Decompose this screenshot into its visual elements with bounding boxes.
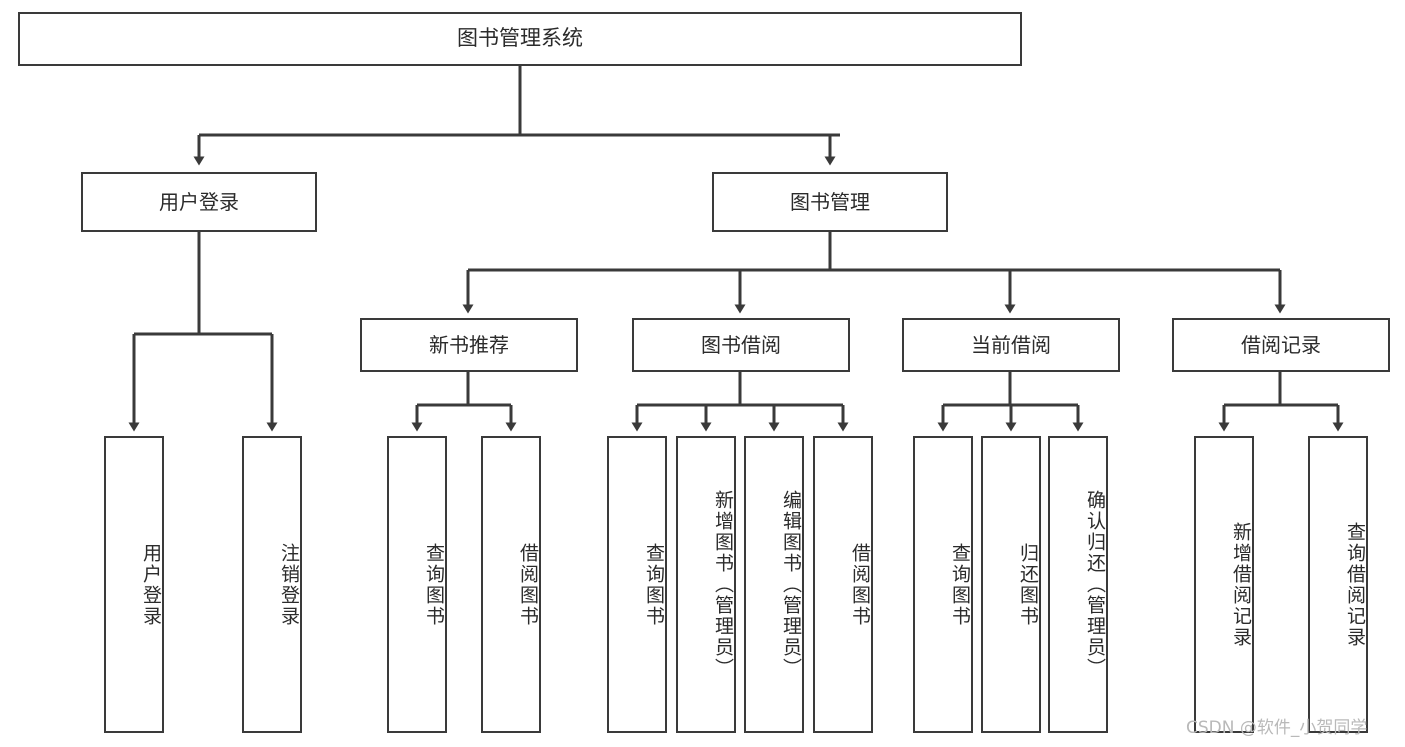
leaf-edit-book-admin[interactable]: 编辑图书（管理员） (744, 436, 804, 733)
node-label: 图书管理系统 (457, 26, 583, 51)
leaf-borrow-books-newbook[interactable]: 借阅图书 (481, 436, 541, 733)
node-label: 编辑图书（管理员） (780, 490, 802, 679)
node-root-book-management-system[interactable]: 图书管理系统 (18, 12, 1022, 66)
leaf-query-borrow-record[interactable]: 查询借阅记录 (1308, 436, 1368, 733)
leaf-query-books-current[interactable]: 查询图书 (913, 436, 973, 733)
leaf-user-login[interactable]: 用户登录 (104, 436, 164, 733)
node-label: 借阅图书 (517, 542, 539, 627)
leaf-query-books-newbook[interactable]: 查询图书 (387, 436, 447, 733)
leaf-add-book-admin[interactable]: 新增图书（管理员） (676, 436, 736, 733)
node-label: 查询图书 (423, 542, 445, 627)
leaf-logout[interactable]: 注销登录 (242, 436, 302, 733)
node-label: 图书借阅 (701, 332, 781, 357)
node-label: 查询图书 (643, 542, 665, 627)
leaf-return-books[interactable]: 归还图书 (981, 436, 1041, 733)
leaf-confirm-return-admin[interactable]: 确认归还（管理员） (1048, 436, 1108, 733)
node-book-borrowing[interactable]: 图书借阅 (632, 318, 850, 372)
node-borrowing-record[interactable]: 借阅记录 (1172, 318, 1390, 372)
node-label: 用户登录 (140, 542, 162, 627)
node-user-login[interactable]: 用户登录 (81, 172, 317, 232)
node-label: 归还图书 (1017, 542, 1039, 627)
node-label: 借阅记录 (1241, 332, 1321, 357)
leaf-query-books-borrow[interactable]: 查询图书 (607, 436, 667, 733)
node-label: 新增借阅记录 (1230, 521, 1252, 648)
watermark: CSDN @软件_小贺同学 (1186, 718, 1368, 738)
node-label: 查询借阅记录 (1344, 521, 1366, 648)
node-current-borrowing[interactable]: 当前借阅 (902, 318, 1120, 372)
node-label: 新书推荐 (429, 332, 509, 357)
node-label: 当前借阅 (971, 332, 1051, 357)
node-label: 确认归还（管理员） (1084, 490, 1106, 679)
node-label: 注销登录 (278, 542, 300, 627)
node-label: 图书管理 (790, 189, 870, 214)
node-book-management[interactable]: 图书管理 (712, 172, 948, 232)
leaf-add-borrow-record[interactable]: 新增借阅记录 (1194, 436, 1254, 733)
node-label: 新增图书（管理员） (712, 490, 734, 679)
node-new-book-recommendation[interactable]: 新书推荐 (360, 318, 578, 372)
leaf-borrow-books-borrow[interactable]: 借阅图书 (813, 436, 873, 733)
node-label: 查询图书 (949, 542, 971, 627)
node-label: 借阅图书 (849, 542, 871, 627)
node-label: 用户登录 (159, 189, 239, 214)
